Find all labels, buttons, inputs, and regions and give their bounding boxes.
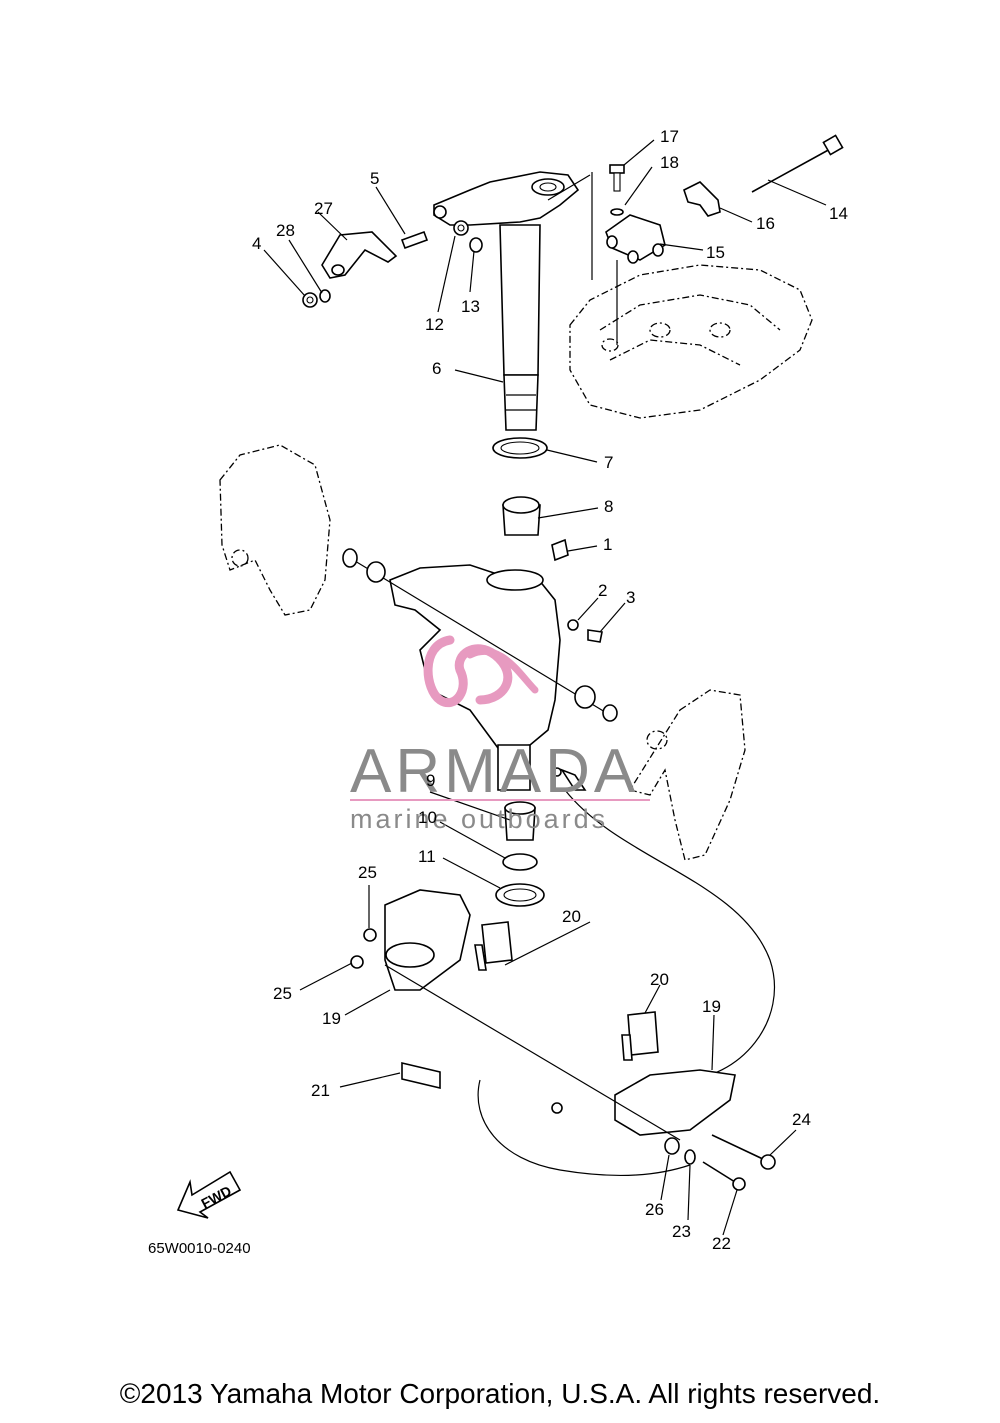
part-label-2: 2	[598, 581, 607, 600]
part-label-16: 16	[756, 214, 775, 233]
part-labels: 1 2 3 4 5 6 7 8 9 10 11 12 13 14 15 16 1…	[252, 127, 848, 1253]
part-label-20-right: 20	[650, 970, 669, 989]
part-label-19-right: 19	[702, 997, 721, 1016]
part-label-13: 13	[461, 297, 480, 316]
part-label-5: 5	[370, 169, 379, 188]
part-label-25-bottom: 25	[273, 984, 292, 1003]
part-label-26: 26	[645, 1200, 664, 1219]
lower-bushings	[495, 801, 545, 907]
copyright-notice: ©2013 Yamaha Motor Corporation, U.S.A. A…	[119, 1378, 881, 1409]
part-label-24: 24	[792, 1110, 811, 1129]
small-hardware-top-left	[302, 220, 483, 308]
part-label-28: 28	[276, 221, 295, 240]
diagram-code: 65W0010-0240	[148, 1240, 251, 1257]
mount-bracket-assembly	[591, 134, 844, 345]
watermark-tagline: marine outboards	[350, 804, 608, 834]
part-label-11: 11	[418, 847, 436, 866]
part-label-3: 3	[626, 588, 635, 607]
part-label-17: 17	[660, 127, 679, 146]
part-label-21: 21	[311, 1081, 330, 1100]
armada-logo-mark	[423, 635, 539, 708]
bushings	[492, 437, 569, 562]
part-label-1: 1	[603, 535, 612, 554]
part-label-4: 4	[252, 234, 261, 253]
part-label-6: 6	[432, 359, 441, 378]
bottom-cowling	[569, 264, 813, 419]
part-label-23: 23	[672, 1222, 691, 1241]
part-label-27: 27	[314, 199, 333, 218]
part-label-7: 7	[604, 453, 613, 472]
part-label-15: 15	[706, 243, 725, 262]
clamp-brackets	[219, 444, 746, 861]
watermark-brand: ARMADA	[350, 737, 639, 806]
part-label-14: 14	[829, 204, 848, 223]
fwd-arrow-icon: FWD	[176, 1170, 242, 1219]
part-label-19-left: 19	[322, 1009, 341, 1028]
part-label-18: 18	[660, 153, 679, 172]
part-label-20-left: 20	[562, 907, 581, 926]
lower-mount	[350, 789, 776, 1191]
part-label-8: 8	[604, 497, 613, 516]
leader-lines	[263, 139, 827, 1236]
part-label-25-top: 25	[358, 863, 377, 882]
part-label-10: 10	[418, 808, 437, 827]
part-label-9: 9	[426, 771, 435, 790]
steering-shaft	[433, 171, 591, 431]
part-label-22: 22	[712, 1234, 731, 1253]
part-label-12: 12	[425, 315, 444, 334]
